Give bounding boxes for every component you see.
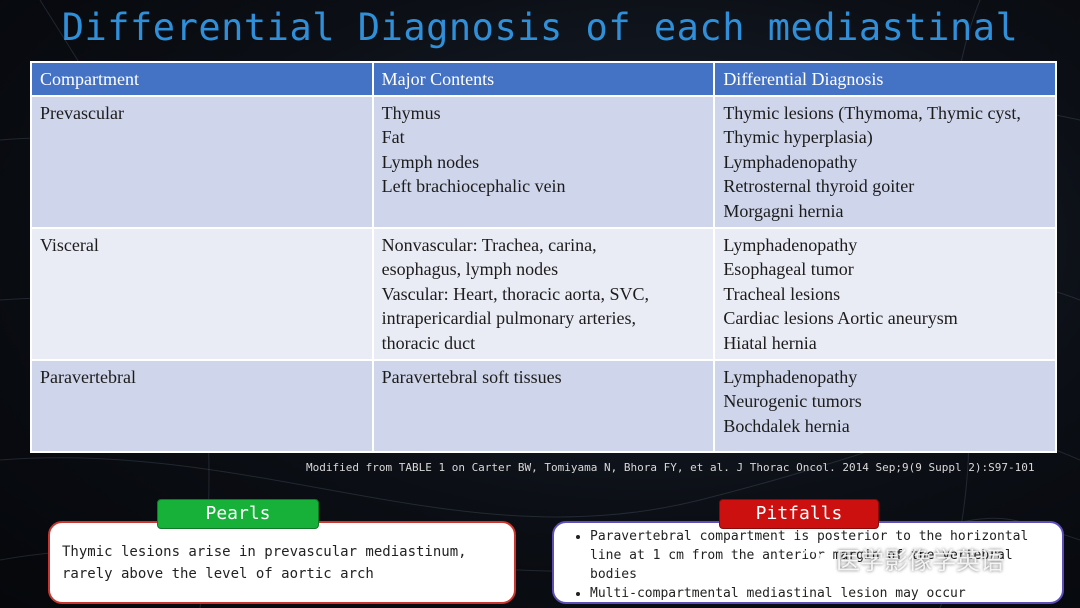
pitfalls-label: Pitfalls [719, 499, 879, 529]
cell-diagnosis: Thymic lesions (Thymoma, Thymic cyst, Th… [713, 94, 1057, 230]
diagnosis-line: Thymic lesions (Thymoma, Thymic cyst, [723, 103, 1021, 123]
cell-compartment: Paravertebral [30, 359, 374, 453]
pearls-box: Thymic lesions arise in prevascular medi… [48, 521, 516, 604]
pearls-label: Pearls [157, 499, 319, 529]
diagnosis-line: Tracheal lesions [723, 283, 841, 304]
diagnosis-line: Lymphadenopathy [723, 151, 858, 172]
differential-diagnosis-table: Compartment Major Contents Differential … [30, 61, 1057, 453]
table-row: Prevascular Thymus Fat Lymph nodes Left … [30, 94, 1057, 230]
compartment-label: Visceral [40, 235, 99, 256]
diagnosis-line: Esophageal tumor [723, 259, 854, 280]
content-line: esophagus, lymph nodes [381, 259, 559, 280]
compartment-label: Paravertebral [40, 367, 136, 388]
diagnosis-line: Retrosternal thyroid goiter [723, 176, 915, 197]
citation-text: Modified from TABLE 1 on Carter BW, Tomi… [306, 461, 1035, 474]
wechat-icon [800, 550, 829, 573]
pitfall-item: Multi-compartmental mediastinal lesion m… [590, 584, 1054, 602]
content-line: Lymph nodes [381, 151, 480, 172]
watermark: 医学影像学英语 [800, 543, 1050, 579]
content-line: Left brachiocephalic vein [381, 176, 566, 197]
diagnosis-line: Cardiac lesions Aortic aneurysm [723, 308, 958, 329]
diagnosis-line: Lymphadenopathy [723, 367, 858, 388]
slide-title: Differential Diagnosis of each mediastin… [61, 6, 1019, 49]
content-line: Fat [381, 127, 405, 148]
diagnosis-line: Neurogenic tumors [723, 391, 862, 412]
header-major-contents: Major Contents [371, 61, 716, 97]
cell-compartment: Visceral [30, 227, 374, 362]
table-row: Paravertebral Paravertebral soft tissues… [30, 359, 1057, 453]
cell-diagnosis: Lymphadenopathy Neurogenic tumors Bochda… [713, 359, 1057, 453]
cell-contents: Nonvascular: Trachea, carina, esophagus,… [371, 227, 716, 362]
pitfalls-box: Paravertebral compartment is posterior t… [552, 521, 1064, 604]
pitfalls-list: Paravertebral compartment is posterior t… [566, 527, 1054, 602]
header-compartment: Compartment [30, 61, 374, 97]
pearls-line: Thymic lesions arise in prevascular medi… [62, 544, 467, 560]
diagnosis-line: Lymphadenopathy [723, 235, 858, 256]
diagnosis-line: Hiatal hernia [723, 332, 817, 353]
header-differential-diagnosis: Differential Diagnosis [713, 61, 1057, 97]
content-line: Thymus [381, 103, 441, 123]
table-row: Visceral Nonvascular: Trachea, carina, e… [30, 227, 1057, 362]
cell-contents: Paravertebral soft tissues [371, 359, 716, 453]
diagnosis-line: Morgagni hernia [723, 200, 844, 221]
compartment-label: Prevascular [40, 103, 124, 123]
content-line: Vascular: Heart, thoracic aorta, SVC, [381, 283, 650, 304]
pearls-line: rarely above the level of aortic arch [62, 566, 374, 582]
diagnosis-line: Bochdalek hernia [723, 415, 850, 436]
cell-contents: Thymus Fat Lymph nodes Left brachiocepha… [371, 94, 716, 230]
cell-compartment: Prevascular [30, 94, 374, 230]
content-line: Paravertebral soft tissues [381, 367, 562, 388]
cell-diagnosis: Lymphadenopathy Esophageal tumor Trachea… [713, 227, 1057, 362]
content-line: intrapericardial pulmonary arteries, [381, 308, 637, 329]
content-line: Nonvascular: Trachea, carina, [381, 235, 597, 256]
watermark-text: 医学影像学英语 [836, 547, 1004, 575]
diagnosis-line: Thymic hyperplasia) [723, 127, 873, 148]
table-header-row: Compartment Major Contents Differential … [30, 61, 1057, 97]
content-line: thoracic duct [381, 332, 476, 353]
